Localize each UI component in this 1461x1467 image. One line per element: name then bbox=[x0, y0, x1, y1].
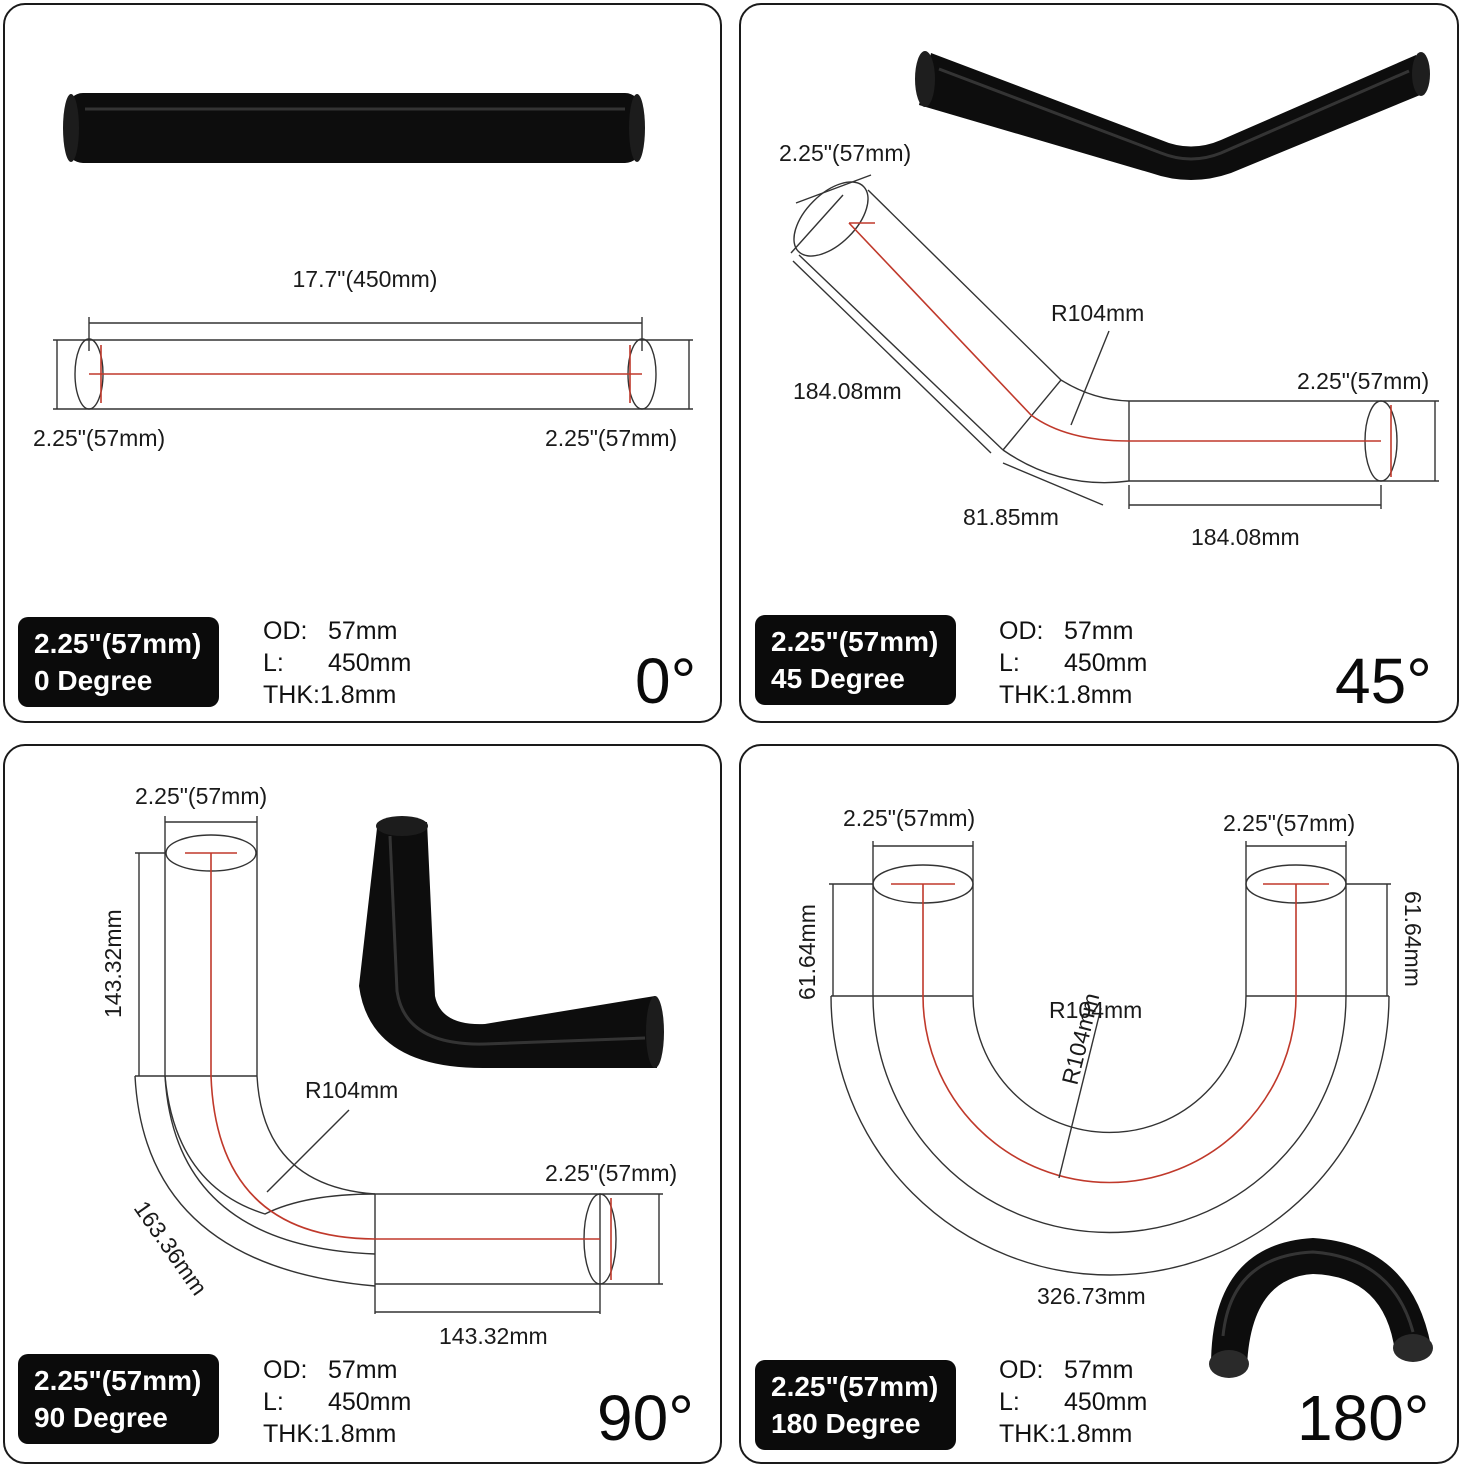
dim-horizontal-length: 143.32mm bbox=[439, 1323, 548, 1349]
panel-45-degree: 2.25"(57mm) R104mm 2.25"(57mm) 184.08mm … bbox=[739, 3, 1459, 723]
diagram-180-degree: 2.25"(57mm) 2.25"(57mm) 61.64mm 61.64mm … bbox=[794, 805, 1433, 1378]
spec-l-key: L: bbox=[263, 1388, 284, 1416]
angle-label: 180° bbox=[1297, 1382, 1430, 1454]
spec-od: 57mm bbox=[1063, 1356, 1134, 1384]
panel-0-degree: 17.7"(450mm) 2.25"(57mm) 2.25"(57mm) 2.2… bbox=[3, 3, 722, 723]
spec-length: 450mm bbox=[327, 1388, 412, 1416]
dim-arc-length: 81.85mm bbox=[963, 504, 1059, 530]
spec-length: 450mm bbox=[1063, 649, 1148, 677]
badge-size: 2.25"(57mm) bbox=[34, 1365, 202, 1396]
pipe-photo-u bbox=[1209, 1238, 1433, 1378]
size-badge: 2.25"(57mm) 0 Degree bbox=[18, 617, 220, 707]
spec-thickness: THK:1.8mm bbox=[263, 1420, 397, 1448]
spec-od: 57mm bbox=[1063, 617, 1134, 645]
drawing-45: 2.25"(57mm) R104mm 2.25"(57mm) 184.08mm … bbox=[779, 140, 1439, 550]
spec-od-key: OD: bbox=[999, 617, 1044, 645]
angle-label: 0° bbox=[635, 645, 697, 717]
dim-top-diameter: 2.25"(57mm) bbox=[135, 783, 267, 809]
angle-label: 45° bbox=[1335, 645, 1432, 717]
dim-right-diameter: 2.25"(57mm) bbox=[545, 1160, 677, 1186]
spec-thickness: THK:1.8mm bbox=[999, 1420, 1133, 1448]
panel-90-degree: 2.25"(57mm) 143.32mm R104mm 2.25"(57mm) … bbox=[3, 744, 722, 1464]
spec-od: 57mm bbox=[327, 617, 398, 645]
dim-vertical-length: 143.32mm bbox=[100, 909, 126, 1018]
dim-left-leg: 61.64mm bbox=[794, 904, 820, 1000]
panel-180-degree: 2.25"(57mm) 2.25"(57mm) 61.64mm 61.64mm … bbox=[739, 744, 1459, 1464]
spec-l-key: L: bbox=[263, 649, 284, 677]
spec-thickness: THK:1.8mm bbox=[999, 681, 1133, 709]
badge-degree: 45 Degree bbox=[771, 663, 905, 694]
spec-od: 57mm bbox=[327, 1356, 398, 1384]
dim-top-diameter: 2.25"(57mm) bbox=[779, 140, 911, 166]
dim-radius: R104mm bbox=[1051, 300, 1144, 326]
size-badge: 2.25"(57mm) 180 Degree bbox=[755, 1360, 957, 1450]
spec-thickness: THK:1.8mm bbox=[263, 681, 397, 709]
spec-list: OD: 57mm L: 450mm THK:1.8mm bbox=[999, 615, 1147, 711]
diagram-90-degree: 2.25"(57mm) 143.32mm R104mm 2.25"(57mm) … bbox=[100, 783, 677, 1349]
dim-radius: R104mm bbox=[305, 1077, 398, 1103]
dim-arc-length: 326.73mm bbox=[1037, 1283, 1146, 1309]
diagram-45-degree: 2.25"(57mm) R104mm 2.25"(57mm) 184.08mm … bbox=[779, 51, 1439, 550]
dim-right-diameter: 2.25"(57mm) bbox=[1297, 368, 1429, 394]
angle-label: 90° bbox=[597, 1382, 694, 1454]
dim-right-diameter: 2.25"(57mm) bbox=[545, 425, 677, 451]
dim-left-diameter: 2.25"(57mm) bbox=[843, 805, 975, 831]
drawing-straight: 17.7"(450mm) 2.25"(57mm) 2.25"(57mm) bbox=[33, 266, 693, 451]
size-badge: 2.25"(57mm) 90 Degree bbox=[18, 1354, 220, 1444]
dim-left-diameter: 2.25"(57mm) bbox=[33, 425, 165, 451]
size-badge: 2.25"(57mm) 45 Degree bbox=[755, 615, 957, 705]
dim-right-leg: 61.64mm bbox=[1400, 891, 1426, 987]
pipe-photo-straight bbox=[63, 93, 645, 163]
pipe-photo-45 bbox=[915, 51, 1430, 180]
spec-od-key: OD: bbox=[263, 1356, 308, 1384]
spec-length: 450mm bbox=[327, 649, 412, 677]
diagram-0-degree: 17.7"(450mm) 2.25"(57mm) 2.25"(57mm) bbox=[33, 93, 693, 451]
dim-arc-length: 163.36mm bbox=[129, 1196, 213, 1300]
dim-right-length: 184.08mm bbox=[1191, 524, 1300, 550]
spec-list: OD: 57mm L: 450mm THK:1.8mm bbox=[999, 1354, 1147, 1450]
dim-length: 17.7"(450mm) bbox=[293, 266, 438, 292]
badge-size: 2.25"(57mm) bbox=[771, 626, 939, 657]
pipe-photo-90 bbox=[359, 816, 664, 1068]
badge-degree: 90 Degree bbox=[34, 1402, 168, 1433]
badge-size: 2.25"(57mm) bbox=[34, 628, 202, 659]
dim-radius: R104mm bbox=[1049, 997, 1142, 1023]
badge-degree: 180 Degree bbox=[771, 1408, 921, 1439]
dim-right-diameter: 2.25"(57mm) bbox=[1223, 810, 1355, 836]
badge-size: 2.25"(57mm) bbox=[771, 1371, 939, 1402]
drawing-180: 2.25"(57mm) 2.25"(57mm) 61.64mm 61.64mm … bbox=[794, 805, 1426, 1309]
spec-list: OD: 57mm L: 450mm THK:1.8mm bbox=[263, 1354, 411, 1450]
spec-list: OD: 57mm L: 450mm THK:1.8mm bbox=[263, 615, 411, 711]
badge-degree: 0 Degree bbox=[34, 665, 153, 696]
spec-l-key: L: bbox=[999, 1388, 1020, 1416]
dim-left-length: 184.08mm bbox=[793, 378, 902, 404]
spec-length: 450mm bbox=[1063, 1388, 1148, 1416]
spec-od-key: OD: bbox=[263, 617, 308, 645]
spec-od-key: OD: bbox=[999, 1356, 1044, 1384]
spec-l-key: L: bbox=[999, 649, 1020, 677]
